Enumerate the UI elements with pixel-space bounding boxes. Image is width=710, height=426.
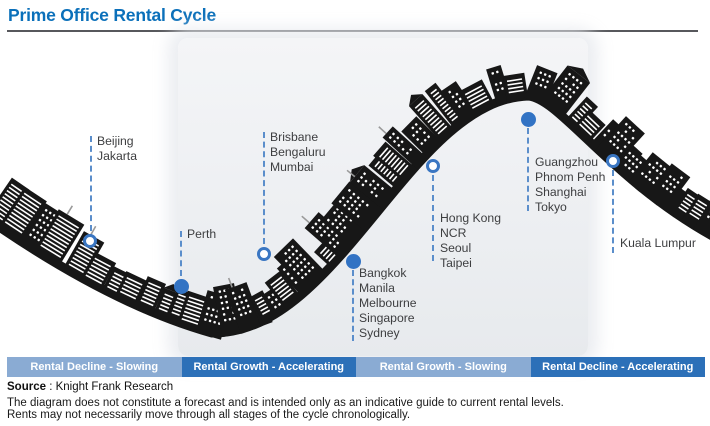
building xyxy=(0,177,30,233)
leader-line-perth xyxy=(180,231,182,276)
building xyxy=(424,82,468,132)
title-underline xyxy=(7,30,698,32)
building xyxy=(0,186,47,245)
building xyxy=(693,193,710,244)
building xyxy=(314,240,345,270)
source-text: : Knight Frank Research xyxy=(46,381,174,393)
city-label-perth: Perth xyxy=(187,227,217,241)
building xyxy=(441,81,480,126)
cycle-marker-brisbane-bengaluru-mumbai xyxy=(257,247,271,261)
source-line: Source : Knight Frank Research xyxy=(7,381,173,393)
building xyxy=(249,290,278,325)
building xyxy=(401,116,444,159)
building xyxy=(301,212,356,261)
building xyxy=(368,155,409,192)
city-label-bangkok-manila-melbourne-singapore-sydney: Bangkok Manila Melbourne Singapore Sydne… xyxy=(359,266,417,340)
building xyxy=(538,65,591,121)
cycle-marker-bangkok-manila-melbourne-singapore-sydney xyxy=(345,253,361,269)
city-label-kuala-lumpur: Kuala Lumpur xyxy=(620,236,696,250)
source-label: Source xyxy=(7,381,46,393)
page-title: Prime Office Rental Cycle xyxy=(8,5,216,25)
building xyxy=(79,251,117,293)
city-label-beijing-jakarta: Beijing Jakarta xyxy=(97,134,137,163)
leader-line-guangzhou-phnompenh-shanghai-tokyo xyxy=(527,128,529,211)
building xyxy=(524,65,558,106)
building xyxy=(133,276,167,317)
building xyxy=(373,141,418,185)
skyline-buildings xyxy=(0,64,710,340)
building xyxy=(32,205,85,269)
cycle-marker-kuala-lumpur xyxy=(606,154,620,168)
building xyxy=(670,187,702,224)
building xyxy=(502,72,529,103)
leader-line-beijing-jakarta xyxy=(90,136,92,231)
cycle-marker-guangzhou-phnompenh-shanghai-tokyo xyxy=(520,111,536,127)
leader-line-bangkok-manila-melbourne-singapore-sydney xyxy=(352,270,354,341)
building xyxy=(264,270,303,312)
disclaimer-line-1: The diagram does not constitute a foreca… xyxy=(7,397,564,409)
building xyxy=(16,201,64,257)
building xyxy=(331,181,385,232)
building xyxy=(408,94,457,144)
phase-segment-1: Rental Growth - Accelerating xyxy=(181,357,356,377)
building xyxy=(486,64,512,107)
leader-line-brisbane-bengaluru-mumbai xyxy=(263,132,265,244)
phase-segment-0: Rental Decline - Slowing xyxy=(7,357,182,377)
building xyxy=(320,201,370,248)
building xyxy=(273,238,329,294)
phase-segment-2: Rental Growth - Slowing xyxy=(356,357,531,377)
cycle-marker-beijing-jakarta xyxy=(83,234,97,248)
leader-line-kuala-lumpur xyxy=(612,170,614,253)
building xyxy=(563,96,599,133)
building xyxy=(459,79,497,119)
city-label-hongkong-ncr-seoul-taipei: Hong Kong NCR Seoul Taipei xyxy=(440,211,501,270)
phase-segment-3: Rental Decline - Accelerating xyxy=(530,357,705,377)
leader-line-hongkong-ncr-seoul-taipei xyxy=(432,175,434,261)
city-label-brisbane-bengaluru-mumbai: Brisbane Bengaluru Mumbai xyxy=(270,130,326,174)
city-label-guangzhou-phnompenh-shanghai-tokyo: Guangzhou Phnom Penh Shanghai Tokyo xyxy=(535,155,606,214)
cycle-marker-perth xyxy=(173,278,189,294)
building xyxy=(378,126,429,170)
building xyxy=(570,109,606,145)
building xyxy=(346,165,399,211)
building xyxy=(100,266,131,301)
cycle-marker-hongkong-ncr-seoul-taipei xyxy=(426,159,440,173)
disclaimer-line-2: Rents may not necessarily move through a… xyxy=(7,409,411,421)
